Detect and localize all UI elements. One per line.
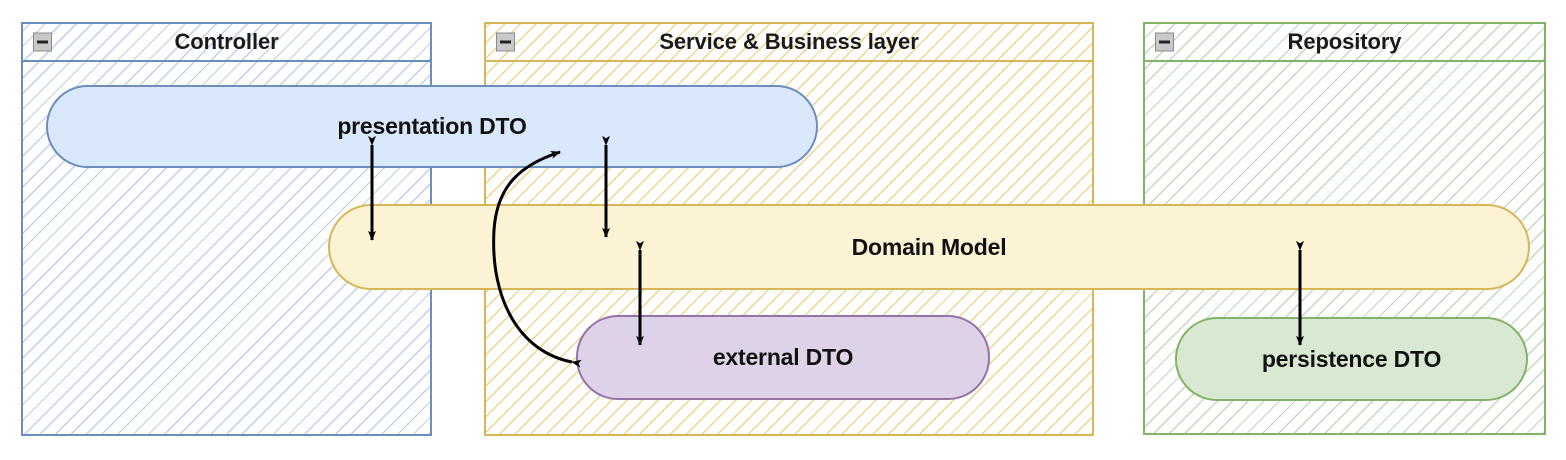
- container-repository-header: Repository: [1145, 24, 1544, 62]
- node-domain-model[interactable]: Domain Model: [328, 204, 1530, 290]
- node-presentation-dto-label: presentation DTO: [337, 113, 527, 139]
- node-external-dto-label: external DTO: [712, 344, 854, 370]
- container-service-business-layer-title: Service & Business layer: [659, 29, 919, 54]
- node-external-dto[interactable]: external DTO: [576, 315, 990, 400]
- node-presentation-dto[interactable]: presentation DTO: [46, 85, 818, 168]
- node-domain-model-label: Domain Model: [851, 233, 1007, 260]
- container-controller-title: Controller: [174, 29, 279, 54]
- container-controller-header: Controller: [23, 24, 430, 62]
- collapse-minus-icon[interactable]: [1155, 32, 1174, 52]
- node-persistence-dto-label: persistence DTO: [1261, 345, 1442, 372]
- container-service-business-layer-header: Service & Business layer: [486, 24, 1092, 62]
- node-persistence-dto[interactable]: persistence DTO: [1175, 317, 1528, 401]
- collapse-minus-icon[interactable]: [496, 32, 515, 52]
- collapse-minus-icon[interactable]: [33, 32, 52, 52]
- container-repository-title: Repository: [1287, 29, 1402, 54]
